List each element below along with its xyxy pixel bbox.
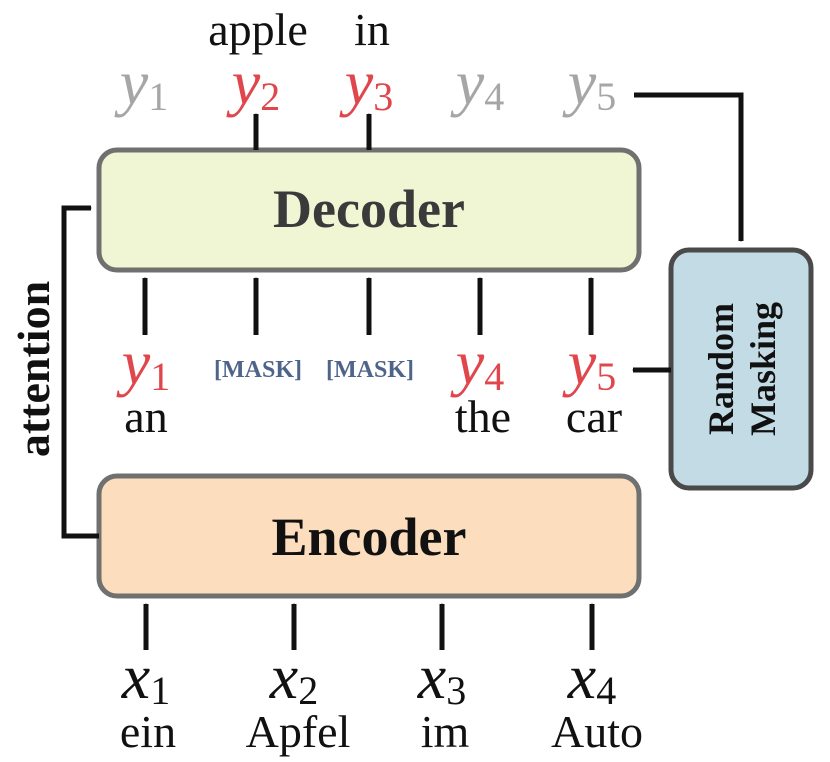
output-token-4: y4: [450, 47, 504, 119]
encoder-input-word-ein: ein: [120, 706, 176, 757]
attention-label: attention: [8, 281, 59, 457]
decoder-input-word-car: car: [566, 391, 622, 442]
attention-arrow: [61, 205, 99, 539]
decoder-input-mask-1: [MASK]: [214, 357, 302, 383]
random-masking-box: [668, 247, 814, 491]
encoder-input-word-im: im: [421, 706, 470, 757]
decoder-input-token-5: y5: [562, 327, 616, 399]
output-token-5: y5: [562, 47, 616, 119]
decoder-input-token-1: y1: [116, 327, 170, 399]
random-masking-label: Random Masking: [701, 302, 783, 436]
decoder-input-token-4: y4: [450, 327, 504, 399]
encoder-input-token-2: x2: [269, 641, 318, 713]
output-token-2: y2: [226, 47, 280, 119]
decoder-label: Decoder: [273, 179, 465, 239]
random-masking-line1: Random: [701, 303, 741, 435]
encoder-input-token-1: x1: [121, 641, 170, 713]
output-token-1: y1: [114, 47, 168, 119]
decoder-input-word-an: an: [124, 391, 167, 442]
attention-label-group: attention: [8, 281, 59, 457]
encoder-input-word-auto: Auto: [551, 706, 643, 757]
output-token-3: y3: [339, 47, 393, 119]
output-to-masking-arrow: [634, 92, 744, 242]
random-masking-line2: Masking: [743, 302, 783, 436]
encoder-input-word-apfel: Apfel: [246, 706, 351, 757]
encoder-input-token-4: x4: [567, 641, 616, 713]
output-word-in: in: [354, 4, 390, 55]
decoder-input-word-the: the: [455, 391, 511, 442]
output-word-apple: apple: [208, 4, 308, 55]
decoder-input-mask-2: [MASK]: [326, 357, 414, 383]
encoder-input-token-3: x3: [417, 641, 466, 713]
encoder-label: Encoder: [272, 507, 467, 567]
